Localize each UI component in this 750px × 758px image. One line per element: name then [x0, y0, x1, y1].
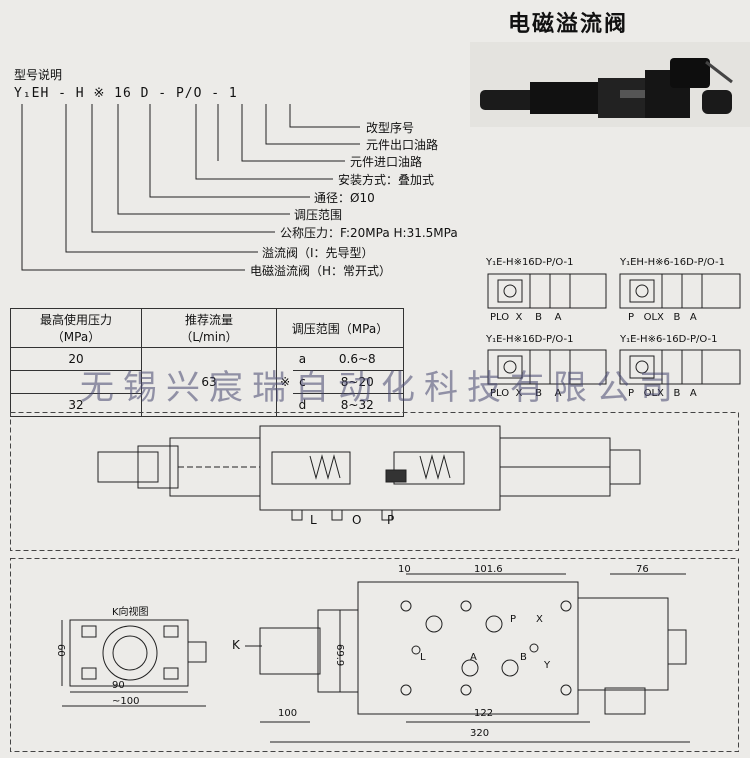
port-a: A — [470, 652, 477, 663]
table-header: 调压范围（MPa） — [276, 308, 404, 348]
dimension-drawing — [10, 558, 739, 752]
schematic-ports: PLO X B A — [490, 388, 562, 399]
port-y: Y — [544, 660, 551, 671]
k-view-label: K向视图 — [112, 607, 149, 618]
section-label-o: O — [352, 513, 362, 527]
table-header: 最高使用压力（MPa） — [10, 308, 142, 348]
dim-69-9: 69.9 — [334, 644, 345, 667]
port-l: L — [420, 652, 426, 663]
schematic-ports: P OLX B A — [628, 388, 697, 399]
page-title: 电磁溢流阀 — [508, 12, 629, 37]
legend-item: 元件出口油路 — [366, 138, 439, 152]
product-photo — [470, 42, 750, 127]
schematic-ports: P OLX B A — [628, 312, 697, 323]
legend-item: 溢流阀（I：先导型） — [262, 246, 374, 260]
spec-table: 最高使用压力（MPa） 推荐流量（L/min） 调压范围（MPa） 20 63 … — [10, 308, 404, 417]
dim-76: 76 — [636, 564, 649, 575]
model-leader-lines — [21, 104, 360, 271]
section-label-p: P — [387, 513, 395, 527]
port-b: B — [520, 652, 527, 663]
legend-item: 改型序号 — [366, 121, 415, 135]
section-drawing — [10, 412, 739, 551]
dim-100: 100 — [278, 708, 298, 719]
dim-100-approx: ~100 — [112, 696, 140, 707]
legend-item: 电磁溢流阀（H：常开式） — [250, 264, 392, 278]
dim-10: 10 — [398, 564, 411, 575]
port-x: X — [536, 614, 543, 625]
section-label-l: L — [310, 513, 317, 527]
table-row: 32 d 8~32 — [10, 393, 404, 417]
schematic-ports: PLO X B A — [490, 312, 562, 323]
legend-item: 元件进口油路 — [350, 155, 423, 169]
table-row: c 8~20 — [10, 370, 404, 394]
legend-item: 公称压力：F:20MPa H:31.5MPa — [280, 226, 458, 240]
schematic-label: Y₁E-H※16D-P/O-1 — [486, 257, 574, 268]
model-code: Y₁EH - H ※ 16 D - P/O - 1 — [14, 86, 238, 101]
table-row: 20 63 ※ a 0.6~8 — [10, 347, 404, 417]
schematic-label: Y₁E-H※16D-P/O-1 — [486, 334, 574, 345]
schematic-label: Y₁E-H※6-16D-P/O-1 — [620, 334, 718, 345]
schematic-label: Y₁EH-H※6-16D-P/O-1 — [620, 257, 725, 268]
dim-90: 90 — [112, 680, 125, 691]
watermark: 无锡兴宸瑞自动化科技有限公司 — [80, 368, 682, 408]
dim-101-6: 101.6 — [474, 564, 503, 575]
legend-item: 安装方式：叠加式 — [338, 173, 435, 187]
schematic-symbols — [487, 273, 741, 385]
port-p: P — [510, 614, 517, 625]
legend-item: 调压范围 — [294, 208, 343, 222]
k-arrow-label: K — [232, 638, 240, 652]
table-header: 推荐流量（L/min） — [141, 308, 277, 348]
dim-122: 122 — [474, 708, 494, 719]
dim-320: 320 — [470, 728, 490, 739]
dim-60: 60 — [55, 644, 66, 657]
model-caption: 型号说明 — [14, 68, 63, 82]
legend-item: 通径：Ø10 — [314, 191, 375, 205]
